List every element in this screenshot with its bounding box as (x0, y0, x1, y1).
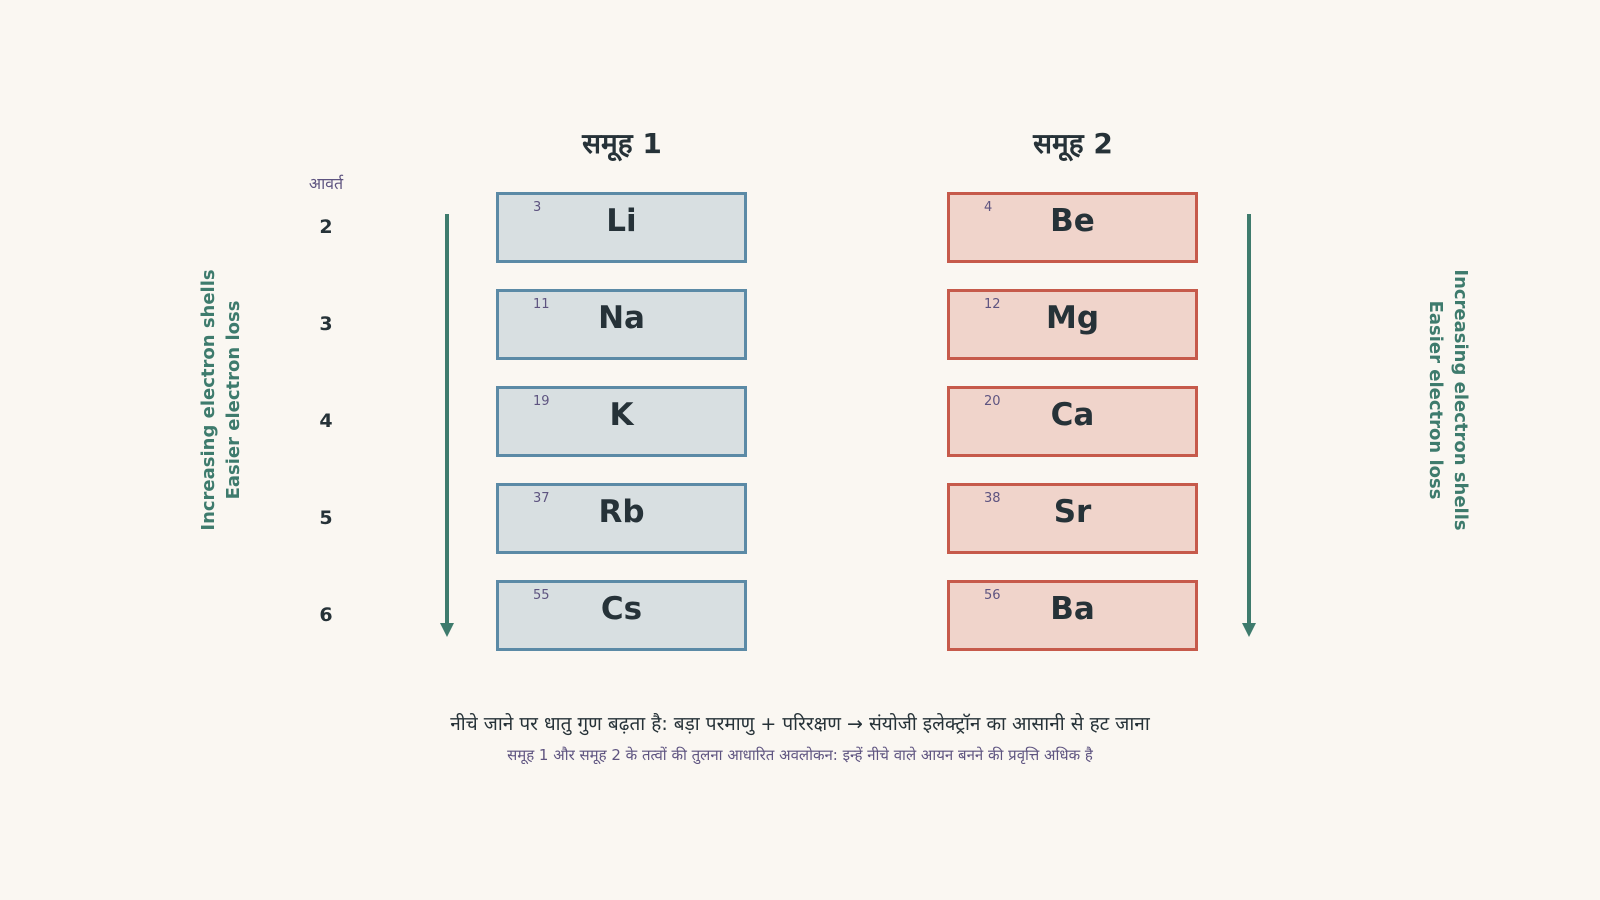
atomic-number: 12 (984, 297, 1001, 312)
period-number: 4 (319, 410, 333, 432)
atomic-number: 11 (533, 297, 550, 312)
atomic-number: 3 (533, 200, 542, 215)
trend-label-left: Increasing electron shells Easier electr… (196, 170, 246, 630)
trend-label-line1: Increasing electron shells (198, 269, 219, 531)
element-symbol: K (609, 397, 634, 433)
period-header: आवर्त (308, 174, 344, 193)
element-cell-na: 11 Na (496, 289, 747, 360)
atomic-number: 38 (984, 491, 1001, 506)
trend-label-line2: Easier electron loss (1425, 300, 1446, 500)
arrow-head-left (440, 623, 454, 637)
caption-main: नीचे जाने पर धातु गुण बढ़ता है: बड़ा परम… (450, 713, 1150, 735)
element-symbol: Cs (600, 591, 643, 627)
element-symbol: Rb (598, 494, 645, 530)
element-cell-k: 19 K (496, 386, 747, 457)
period-number: 3 (319, 313, 333, 335)
element-cell-sr: 38 Sr (947, 483, 1198, 554)
element-cell-ca: 20 Ca (947, 386, 1198, 457)
period-number: 5 (319, 507, 333, 529)
atomic-number: 19 (533, 394, 550, 409)
element-symbol: Ca (1050, 397, 1095, 433)
element-symbol: Be (1050, 203, 1095, 239)
atomic-number: 20 (984, 394, 1001, 409)
trend-label-right: Increasing electron shells Easier electr… (1423, 170, 1473, 630)
period-number: 2 (319, 216, 333, 238)
atomic-number: 56 (984, 588, 1001, 603)
element-symbol: Ba (1050, 591, 1095, 627)
atomic-number: 37 (533, 491, 550, 506)
arrow-head-right (1242, 623, 1256, 637)
element-symbol: Li (606, 203, 637, 239)
period-number: 6 (319, 604, 333, 626)
group-2-title: समूह 2 (1033, 127, 1113, 160)
element-cell-mg: 12 Mg (947, 289, 1198, 360)
element-cell-be: 4 Be (947, 192, 1198, 263)
group-1-title: समूह 1 (582, 127, 662, 160)
element-symbol: Na (598, 300, 645, 336)
element-symbol: Mg (1045, 300, 1100, 336)
trend-label-line2: Easier electron loss (223, 300, 244, 500)
element-cell-rb: 37 Rb (496, 483, 747, 554)
trend-label-line1: Increasing electron shells (1450, 269, 1471, 531)
element-cell-ba: 56 Ba (947, 580, 1198, 651)
atomic-number: 55 (533, 588, 550, 603)
caption-sub: समूह 1 और समूह 2 के तत्वों की तुलना आधार… (507, 746, 1093, 764)
element-cell-cs: 55 Cs (496, 580, 747, 651)
element-symbol: Sr (1053, 494, 1092, 530)
element-cell-li: 3 Li (496, 192, 747, 263)
atomic-number: 4 (984, 200, 993, 215)
